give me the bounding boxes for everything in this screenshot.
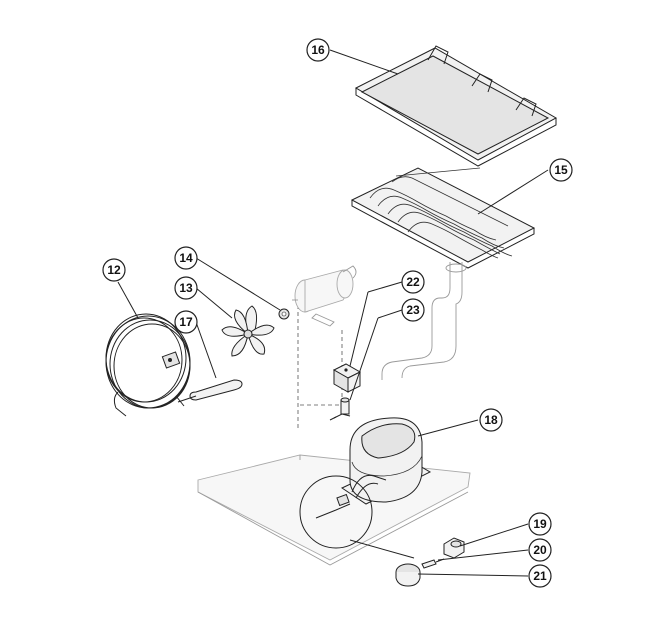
part-18-compressor [340,417,432,505]
callout-14: 14 [174,246,198,270]
part-16-drip-tray [354,45,558,167]
callout-23: 23 [401,298,425,322]
callout-12: 12 [102,258,126,282]
callout-22: 22 [401,270,425,294]
callout-13: 13 [174,276,198,300]
part-14-nut [278,308,290,320]
part-17-probe [177,379,243,403]
part-23-valve [329,397,351,421]
callout-19: 19 [528,512,552,536]
callout-15: 15 [549,158,573,182]
callout-17: 17 [174,310,198,334]
callout-20: 20 [528,538,552,562]
part-13-fan-blade [221,305,275,357]
part-20-pin [421,558,445,569]
svg-text:14: 14 [179,251,193,265]
svg-text:16: 16 [311,43,325,57]
svg-text:12: 12 [107,263,121,277]
svg-text:13: 13 [179,281,193,295]
part-19-fitting [443,537,465,559]
callout-16: 16 [306,38,330,62]
svg-text:15: 15 [554,163,568,177]
callout-labels: 16 15 12 14 13 17 22 23 [102,38,573,588]
callout-21: 21 [528,564,552,588]
svg-text:17: 17 [179,315,193,329]
assembly-guide-lines [297,305,343,430]
part-21-cap [395,563,421,587]
svg-text:18: 18 [484,413,498,427]
svg-text:22: 22 [406,275,420,289]
svg-text:23: 23 [406,303,420,317]
part-22-relay-box [332,363,362,393]
part-15-evaporator [350,167,536,380]
svg-text:19: 19 [533,517,547,531]
fan-motor [292,265,357,327]
callout-18: 18 [479,408,503,432]
detail-circle [299,475,415,559]
leader-lines [117,49,549,577]
svg-text:20: 20 [533,543,547,557]
svg-text:21: 21 [533,569,547,583]
part-12-condenser-coil [105,313,191,417]
